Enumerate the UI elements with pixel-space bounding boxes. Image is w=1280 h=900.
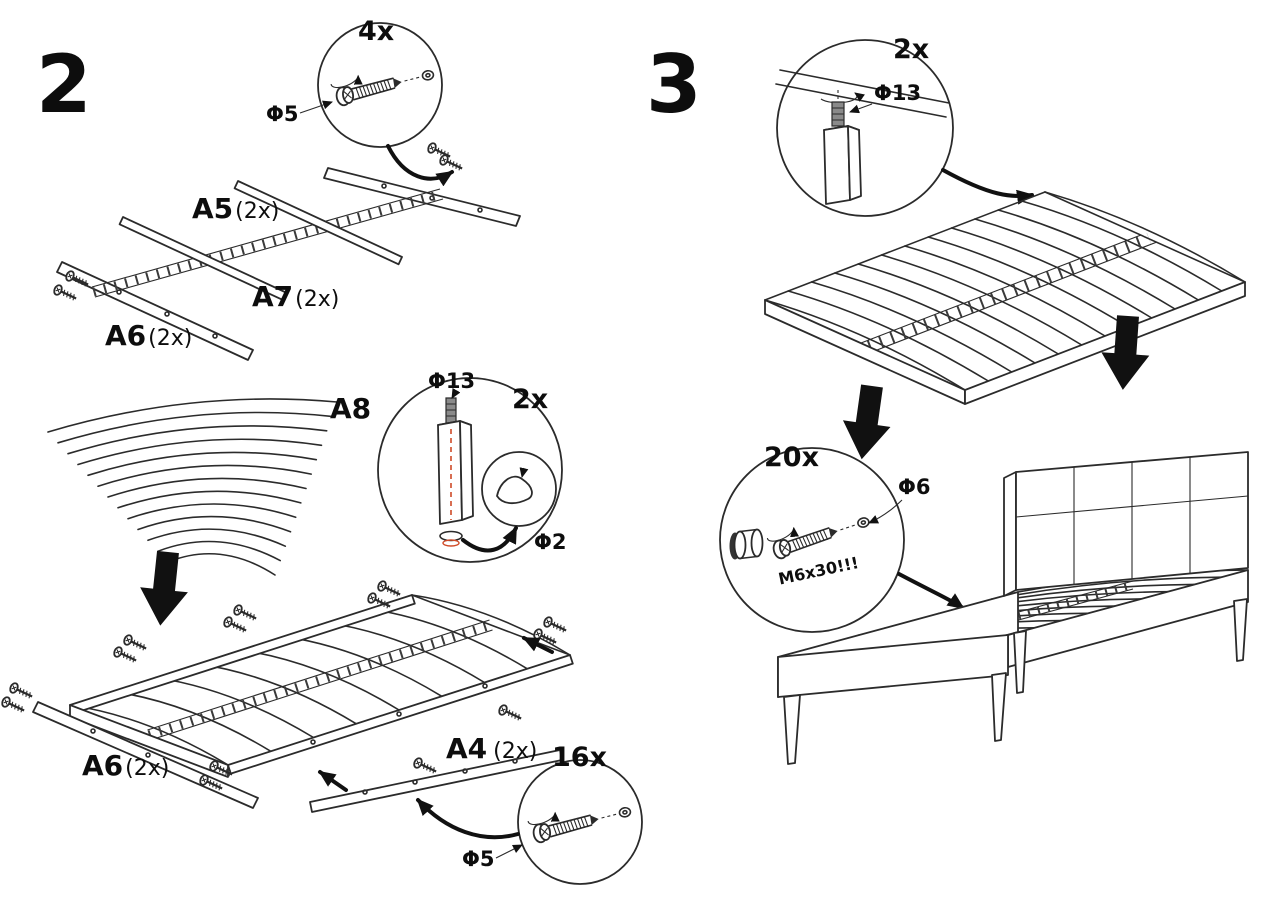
step-2-section: 2 4x Φ5 xyxy=(0,16,643,885)
foot-rail xyxy=(777,634,1009,698)
center-frame-drawing xyxy=(51,140,521,361)
quantity-label: 2x xyxy=(512,384,548,415)
screw-icon xyxy=(51,282,80,305)
step-2-number: 2 xyxy=(36,38,92,131)
step-3-section: 3 2x Φ13 xyxy=(646,34,1249,765)
diameter-label: Φ2 xyxy=(534,530,566,554)
bed-leg xyxy=(1233,598,1248,662)
insert-arrow xyxy=(522,636,554,654)
part-label-a6-top: A6(2x) xyxy=(105,319,192,352)
quantity-label: 20x xyxy=(764,442,819,473)
quantity-label: 4x xyxy=(358,16,394,47)
bubble-circle xyxy=(317,22,443,148)
bubble-circle xyxy=(776,39,954,217)
bed-leg xyxy=(783,694,801,765)
part-label-a7: A7(2x) xyxy=(252,280,339,313)
leader-line xyxy=(495,844,523,859)
leader-arrow xyxy=(897,572,965,610)
slat-base-drawing xyxy=(764,191,1246,405)
leader-line xyxy=(299,100,333,114)
part-label-a6-bottom: A6(2x) xyxy=(82,749,169,782)
diameter-label: Φ13 xyxy=(428,369,475,393)
down-arrow-icon xyxy=(837,382,896,463)
quantity-label: 16x xyxy=(552,742,607,773)
part-label-a8: A8 xyxy=(330,392,371,425)
step-3-number: 3 xyxy=(646,38,702,131)
leader-arrow xyxy=(461,526,518,553)
quantity-label: 2x xyxy=(893,34,929,65)
diameter-label: Φ5 xyxy=(462,847,494,871)
insert-arrow xyxy=(318,770,348,792)
bed-leg xyxy=(1013,630,1027,694)
base-assembly-drawing xyxy=(0,578,574,813)
assembled-bed-drawing xyxy=(777,451,1249,765)
rail-a4 xyxy=(309,749,563,813)
detail-bubble-leg: Φ13 2x Φ2 xyxy=(377,369,566,563)
bubble-circle xyxy=(517,759,643,885)
bed-leg xyxy=(991,672,1007,742)
part-label-a5: A5(2x) xyxy=(192,192,279,225)
leader-arrow xyxy=(941,168,1034,205)
rotate-arrow xyxy=(820,92,865,104)
part-label-a4: A4(2x) xyxy=(446,732,537,765)
glide-pad xyxy=(496,475,533,505)
down-arrow-icon xyxy=(136,549,192,629)
leader-arrow xyxy=(386,144,454,187)
diameter-label: Φ5 xyxy=(266,102,298,126)
detail-bubble-screw-16x: 16x Φ5 xyxy=(416,742,643,885)
diameter-label: Φ13 xyxy=(874,81,921,105)
detail-bubble-screw-4x: 4x Φ5 xyxy=(266,16,454,187)
slat-stack-a8 xyxy=(47,398,338,576)
detail-bubble-screw-20x: 20x Φ6 M6x30!!! xyxy=(719,442,965,633)
leader-arrow xyxy=(416,798,520,840)
diameter-label: Φ6 xyxy=(898,475,930,499)
detail-bubble-leg-mount: 2x Φ13 xyxy=(775,34,1034,217)
